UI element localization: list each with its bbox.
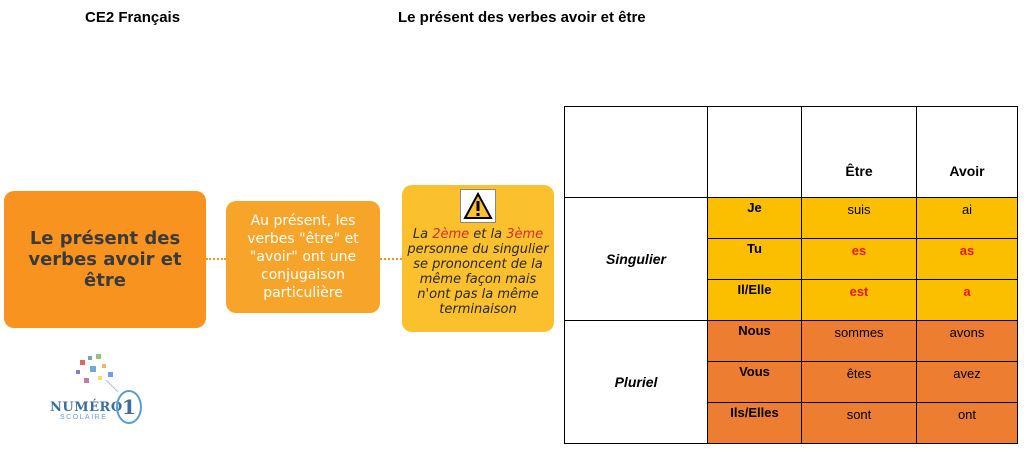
topic-box: Le présent des verbes avoir et être — [4, 191, 206, 328]
logo-subtext: SCOLAIRE — [60, 414, 108, 421]
note-box: La 2ème et la 3ème personne du singulier… — [402, 185, 554, 332]
etre-cell: sont — [801, 402, 917, 444]
note-part: et la — [469, 227, 507, 242]
etre-cell: es — [801, 238, 917, 280]
warning-icon — [460, 189, 496, 223]
logo-number: 1 — [116, 390, 142, 424]
note-highlight: 2ème — [432, 227, 470, 242]
avoir-cell: as — [916, 238, 1018, 280]
table-row: Singulier Je suis ai — [564, 197, 1018, 321]
table-row: Vous êtes avez — [565, 361, 1018, 403]
etre-cell: sommes — [801, 320, 917, 362]
note-part: personne du singulier se prononcent de l… — [407, 242, 549, 317]
header-cell: Être — [801, 106, 917, 198]
table-row: Tu es as — [565, 238, 1018, 280]
avoir-cell: avons — [916, 320, 1018, 362]
group-label: Pluriel — [564, 320, 708, 444]
explanation-text: Au présent, les verbes "être" et "avoir"… — [247, 213, 359, 301]
header-cell — [564, 106, 708, 198]
note-highlight: 3ème — [506, 227, 544, 242]
pronoun-cell: Ils/Elles — [707, 402, 802, 444]
pronoun-cell: Vous — [707, 361, 802, 403]
subject-label: CE2 Français — [85, 9, 181, 26]
header-cell — [707, 106, 802, 198]
pronoun-cell: Il/Elle — [707, 279, 802, 321]
connector-line — [206, 258, 226, 260]
header-cell: Avoir — [916, 106, 1018, 198]
group-label: Singulier — [564, 197, 708, 321]
pronoun-cell: Tu — [707, 238, 802, 280]
page-title: Le présent des verbes avoir et être — [398, 9, 646, 26]
avoir-cell: a — [916, 279, 1018, 321]
logo-text: NUMÉRO — [50, 400, 123, 415]
table-row: Pluriel Nous sommes avons — [564, 320, 1018, 444]
table-row: Ils/Elles sont ont — [565, 402, 1018, 444]
table-header-row: Être Avoir — [564, 106, 1018, 198]
etre-cell: suis — [801, 197, 917, 239]
topic-text: Le présent des verbes avoir et être — [28, 228, 182, 291]
avoir-cell: ont — [916, 402, 1018, 444]
etre-cell: êtes — [801, 361, 917, 403]
note-text: La 2ème et la 3ème personne du singulier… — [406, 227, 550, 317]
logo: NUMÉRO SCOLAIRE 1 — [46, 350, 146, 430]
etre-cell: est — [801, 279, 917, 321]
note-part: La — [412, 227, 433, 242]
pronoun-cell: Nous — [707, 320, 802, 362]
table-row: Il/Elle est a — [565, 279, 1018, 321]
conjugation-table: Être Avoir Singulier Je suis ai Tu es as… — [564, 106, 1018, 444]
avoir-cell: avez — [916, 361, 1018, 403]
explanation-box: Au présent, les verbes "être" et "avoir"… — [226, 201, 380, 313]
connector-line — [380, 258, 402, 260]
pronoun-cell: Je — [707, 197, 802, 239]
avoir-cell: ai — [916, 197, 1018, 239]
